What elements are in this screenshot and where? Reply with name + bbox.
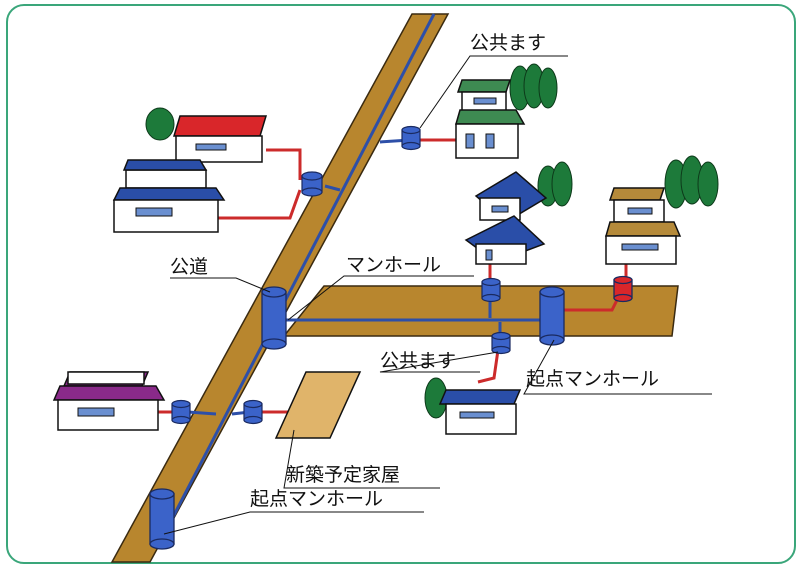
public-sewer-main [158, 13, 436, 543]
public-masu-bottom-right [243, 399, 263, 425]
label-public-masu-mid: 公共ます [380, 350, 457, 372]
public-masu-top [401, 125, 421, 151]
leader-lines [163, 55, 712, 535]
house-blue-stack [112, 159, 226, 233]
house-green [455, 79, 526, 159]
side-road [282, 285, 679, 337]
house-tan [605, 187, 682, 265]
origin-manhole-right [539, 286, 565, 346]
trees [145, 63, 719, 419]
label-origin-manhole-right: 起点マンホール [526, 368, 660, 390]
house-blue-gabled [464, 171, 548, 265]
label-planned-house: 新築予定家屋 [286, 464, 401, 486]
private-pipes [158, 138, 628, 414]
public-masu-left [301, 171, 323, 197]
label-public-road: 公道 [170, 256, 209, 278]
public-masu-side-road [481, 277, 501, 303]
label-public-masu-top: 公共ます [470, 32, 547, 54]
manhole-main [261, 286, 287, 350]
public-masu-mid [491, 331, 511, 355]
house-purple [52, 371, 166, 431]
planned-house-lot [274, 371, 362, 439]
manholes [149, 275, 633, 550]
label-origin-manhole-bottom: 起点マンホール [250, 488, 384, 510]
label-manhole: マンホール [346, 254, 442, 276]
public-masu-bottom-left [171, 399, 191, 425]
origin-manhole-red [613, 275, 633, 303]
house-red-roof [172, 115, 268, 163]
origin-manhole-bottom [149, 488, 175, 550]
house-blue-flat [438, 389, 522, 435]
